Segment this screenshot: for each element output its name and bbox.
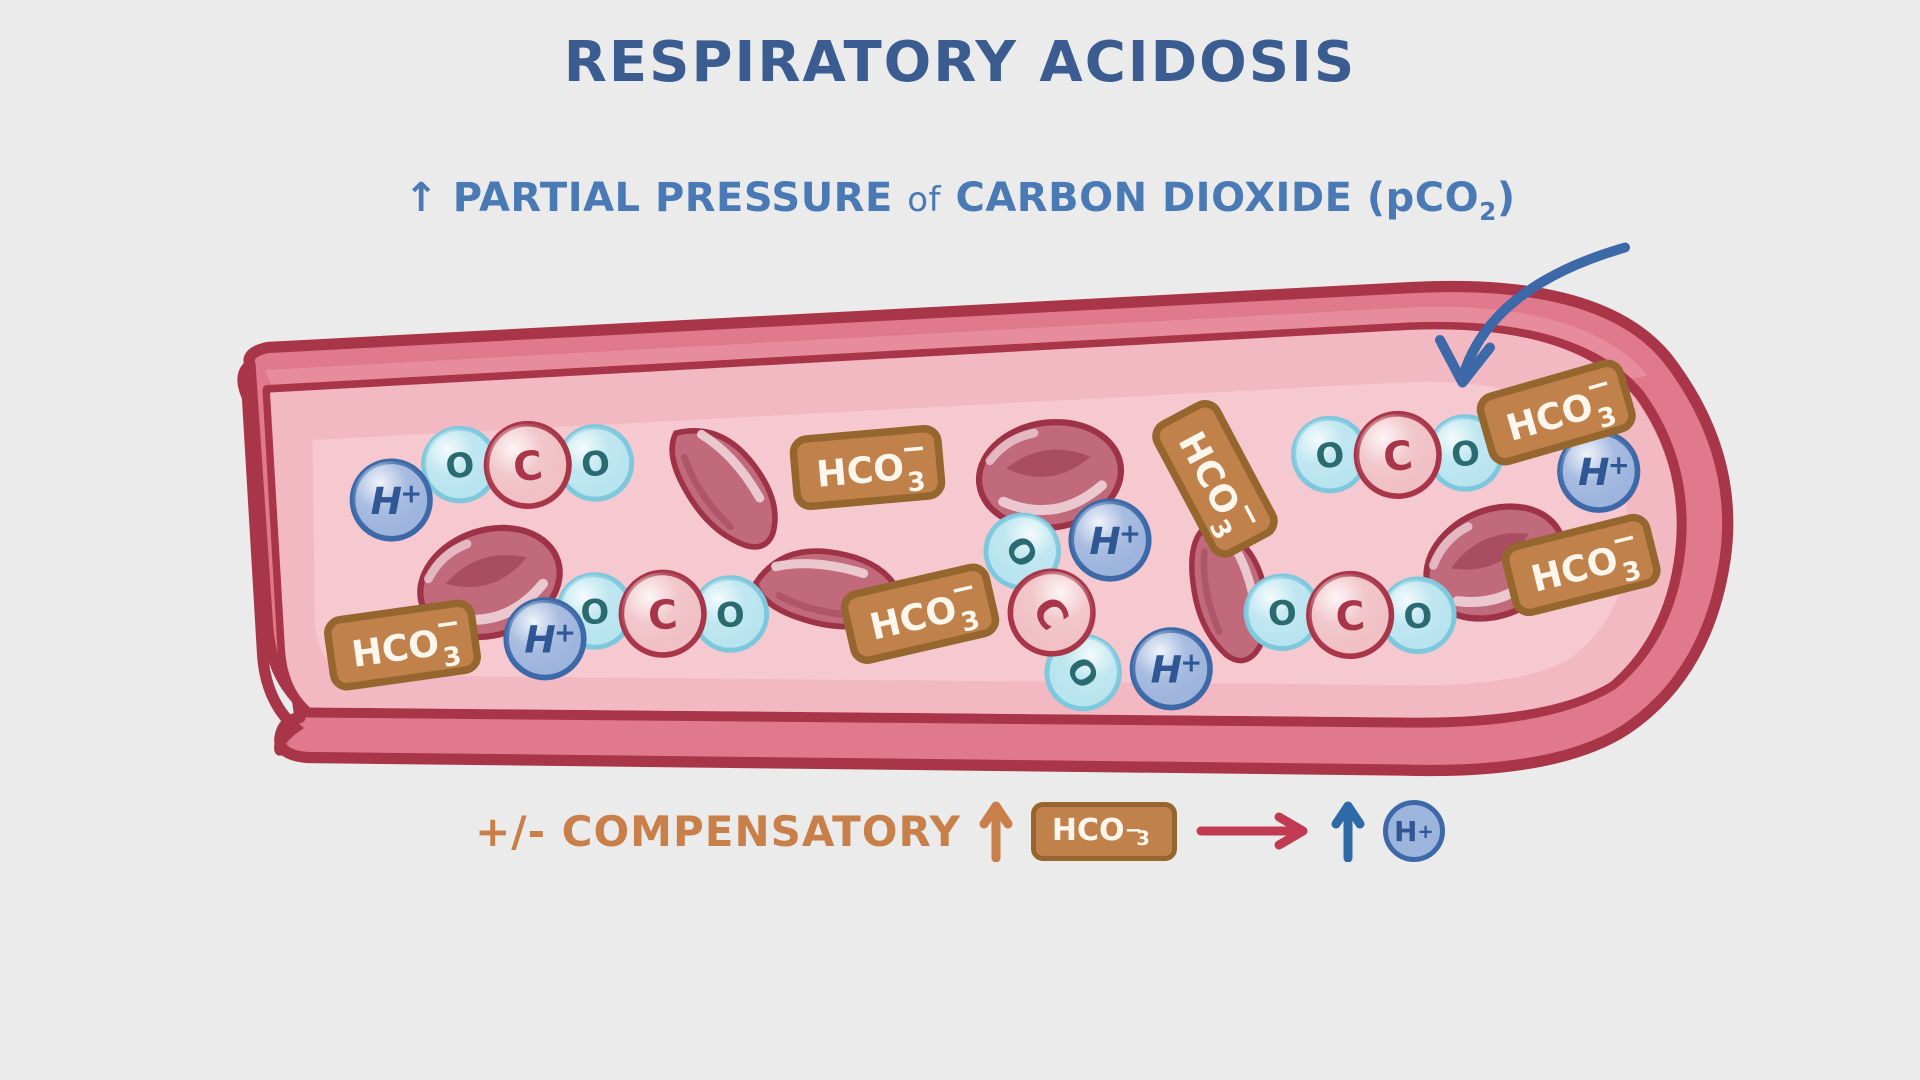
vessel-cap-arc: [1607, 390, 1687, 690]
co2-cluster-4: [1244, 564, 1457, 663]
hplus-1: [353, 461, 431, 539]
hplus-3: [1071, 501, 1149, 579]
carbon-atom: [1306, 571, 1394, 659]
curved-arrow-to-vessel: [1435, 242, 1630, 388]
hplus-2: [506, 600, 584, 678]
vessel-inner-line-bottom: [302, 680, 1618, 728]
carbon-atom: [619, 570, 707, 658]
co2-cluster-2: [556, 563, 769, 662]
vessel-left-bevel: [262, 385, 313, 718]
vessel-left-edge: [237, 359, 304, 756]
bicarb-2: [792, 428, 942, 509]
hplus-4: [1133, 630, 1211, 708]
